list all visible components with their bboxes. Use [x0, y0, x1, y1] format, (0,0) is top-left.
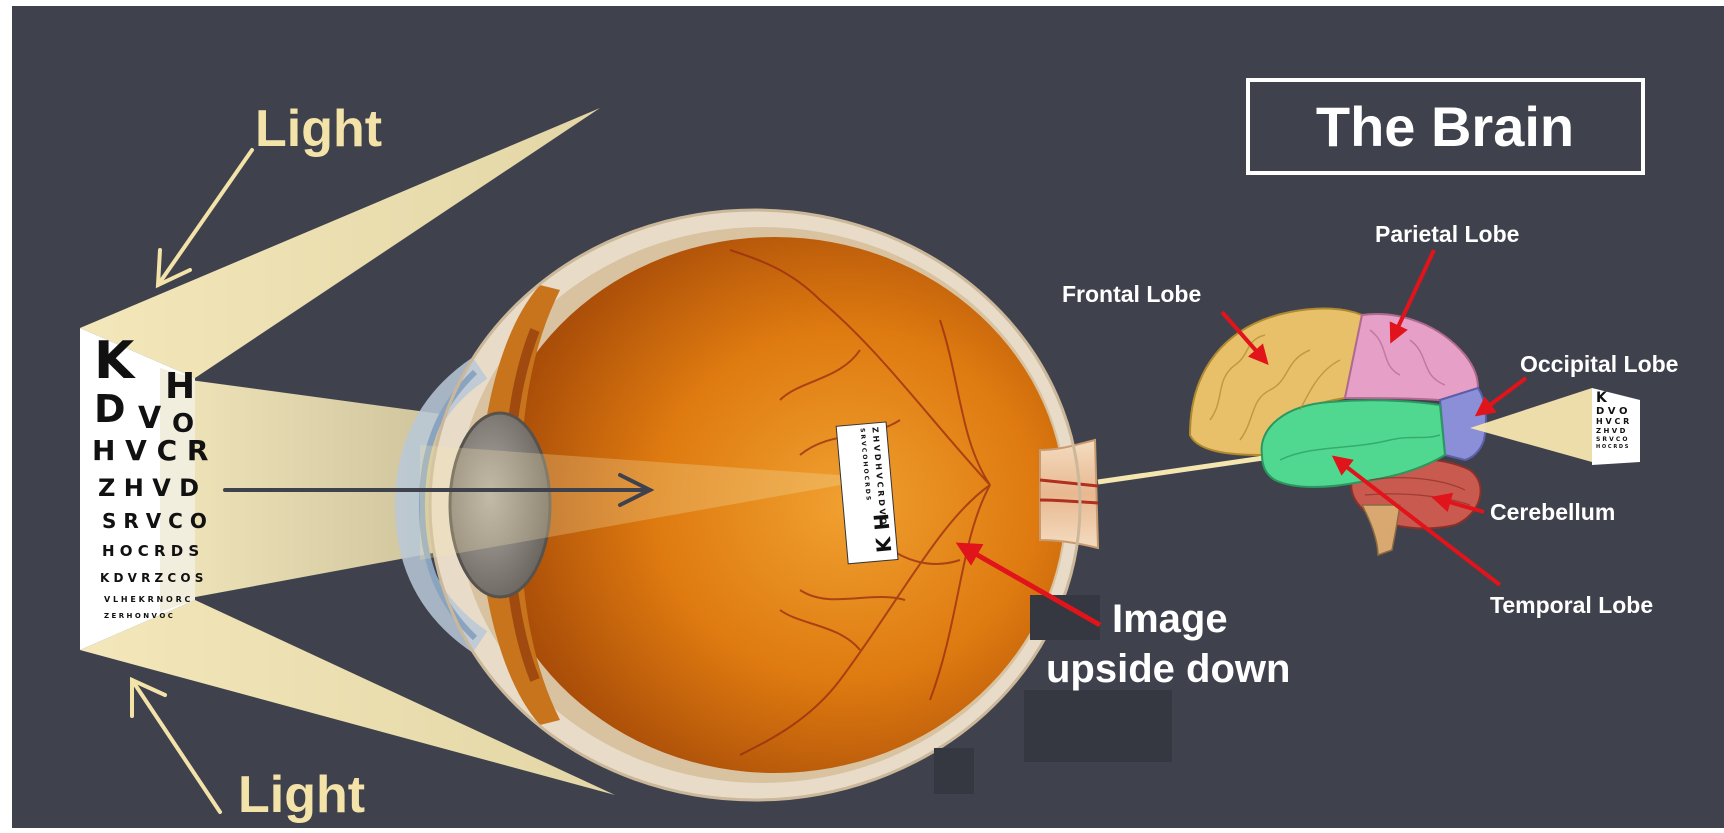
redacted-block-2	[1024, 690, 1172, 762]
svg-text:D V O: D V O	[1596, 406, 1628, 417]
svg-text:Z H V D: Z H V D	[1596, 427, 1626, 435]
light-label-top: Light	[255, 100, 382, 158]
light-label-bottom: Light	[238, 766, 365, 824]
svg-text:S R V C O: S R V C O	[1596, 436, 1627, 443]
svg-text:K: K	[94, 331, 136, 391]
image-label-line2: upside down	[1046, 647, 1290, 691]
svg-text:S R V C O: S R V C O	[102, 509, 207, 533]
svg-text:H: H	[165, 366, 195, 407]
label-frontal-lobe: Frontal Lobe	[1062, 281, 1201, 307]
svg-text:Z H V D: Z H V D	[98, 474, 199, 502]
svg-text:H O C R D S: H O C R D S	[1596, 444, 1629, 450]
svg-text:V L H E K R N O R C: V L H E K R N O R C	[104, 595, 191, 604]
label-parietal-lobe: Parietal Lobe	[1375, 221, 1519, 247]
image-label-line1: Image	[1112, 597, 1228, 641]
eye-chart: K H D V O H V C R Z H V D S R V C O H O …	[80, 328, 208, 650]
small-eye-chart: K D V O H V C R Z H V D S R V C O H O C …	[1592, 388, 1640, 465]
svg-text:Z E R H O N V O C: Z E R H O N V O C	[104, 612, 173, 620]
svg-text:H O C R D S: H O C R D S	[102, 542, 199, 560]
svg-text:H V C R: H V C R	[1596, 417, 1629, 426]
label-cerebellum: Cerebellum	[1490, 499, 1615, 525]
brain-title: The Brain	[1316, 95, 1574, 158]
label-occipital-lobe: Occipital Lobe	[1520, 351, 1678, 377]
svg-text:K D V R Z C O S: K D V R Z C O S	[100, 571, 203, 585]
svg-text:D: D	[94, 387, 126, 431]
redacted-block-3	[934, 748, 974, 794]
label-temporal-lobe: Temporal Lobe	[1490, 592, 1653, 618]
svg-text:H V C R: H V C R	[92, 434, 208, 467]
svg-text:V: V	[138, 401, 162, 436]
svg-text:K: K	[1596, 390, 1608, 406]
